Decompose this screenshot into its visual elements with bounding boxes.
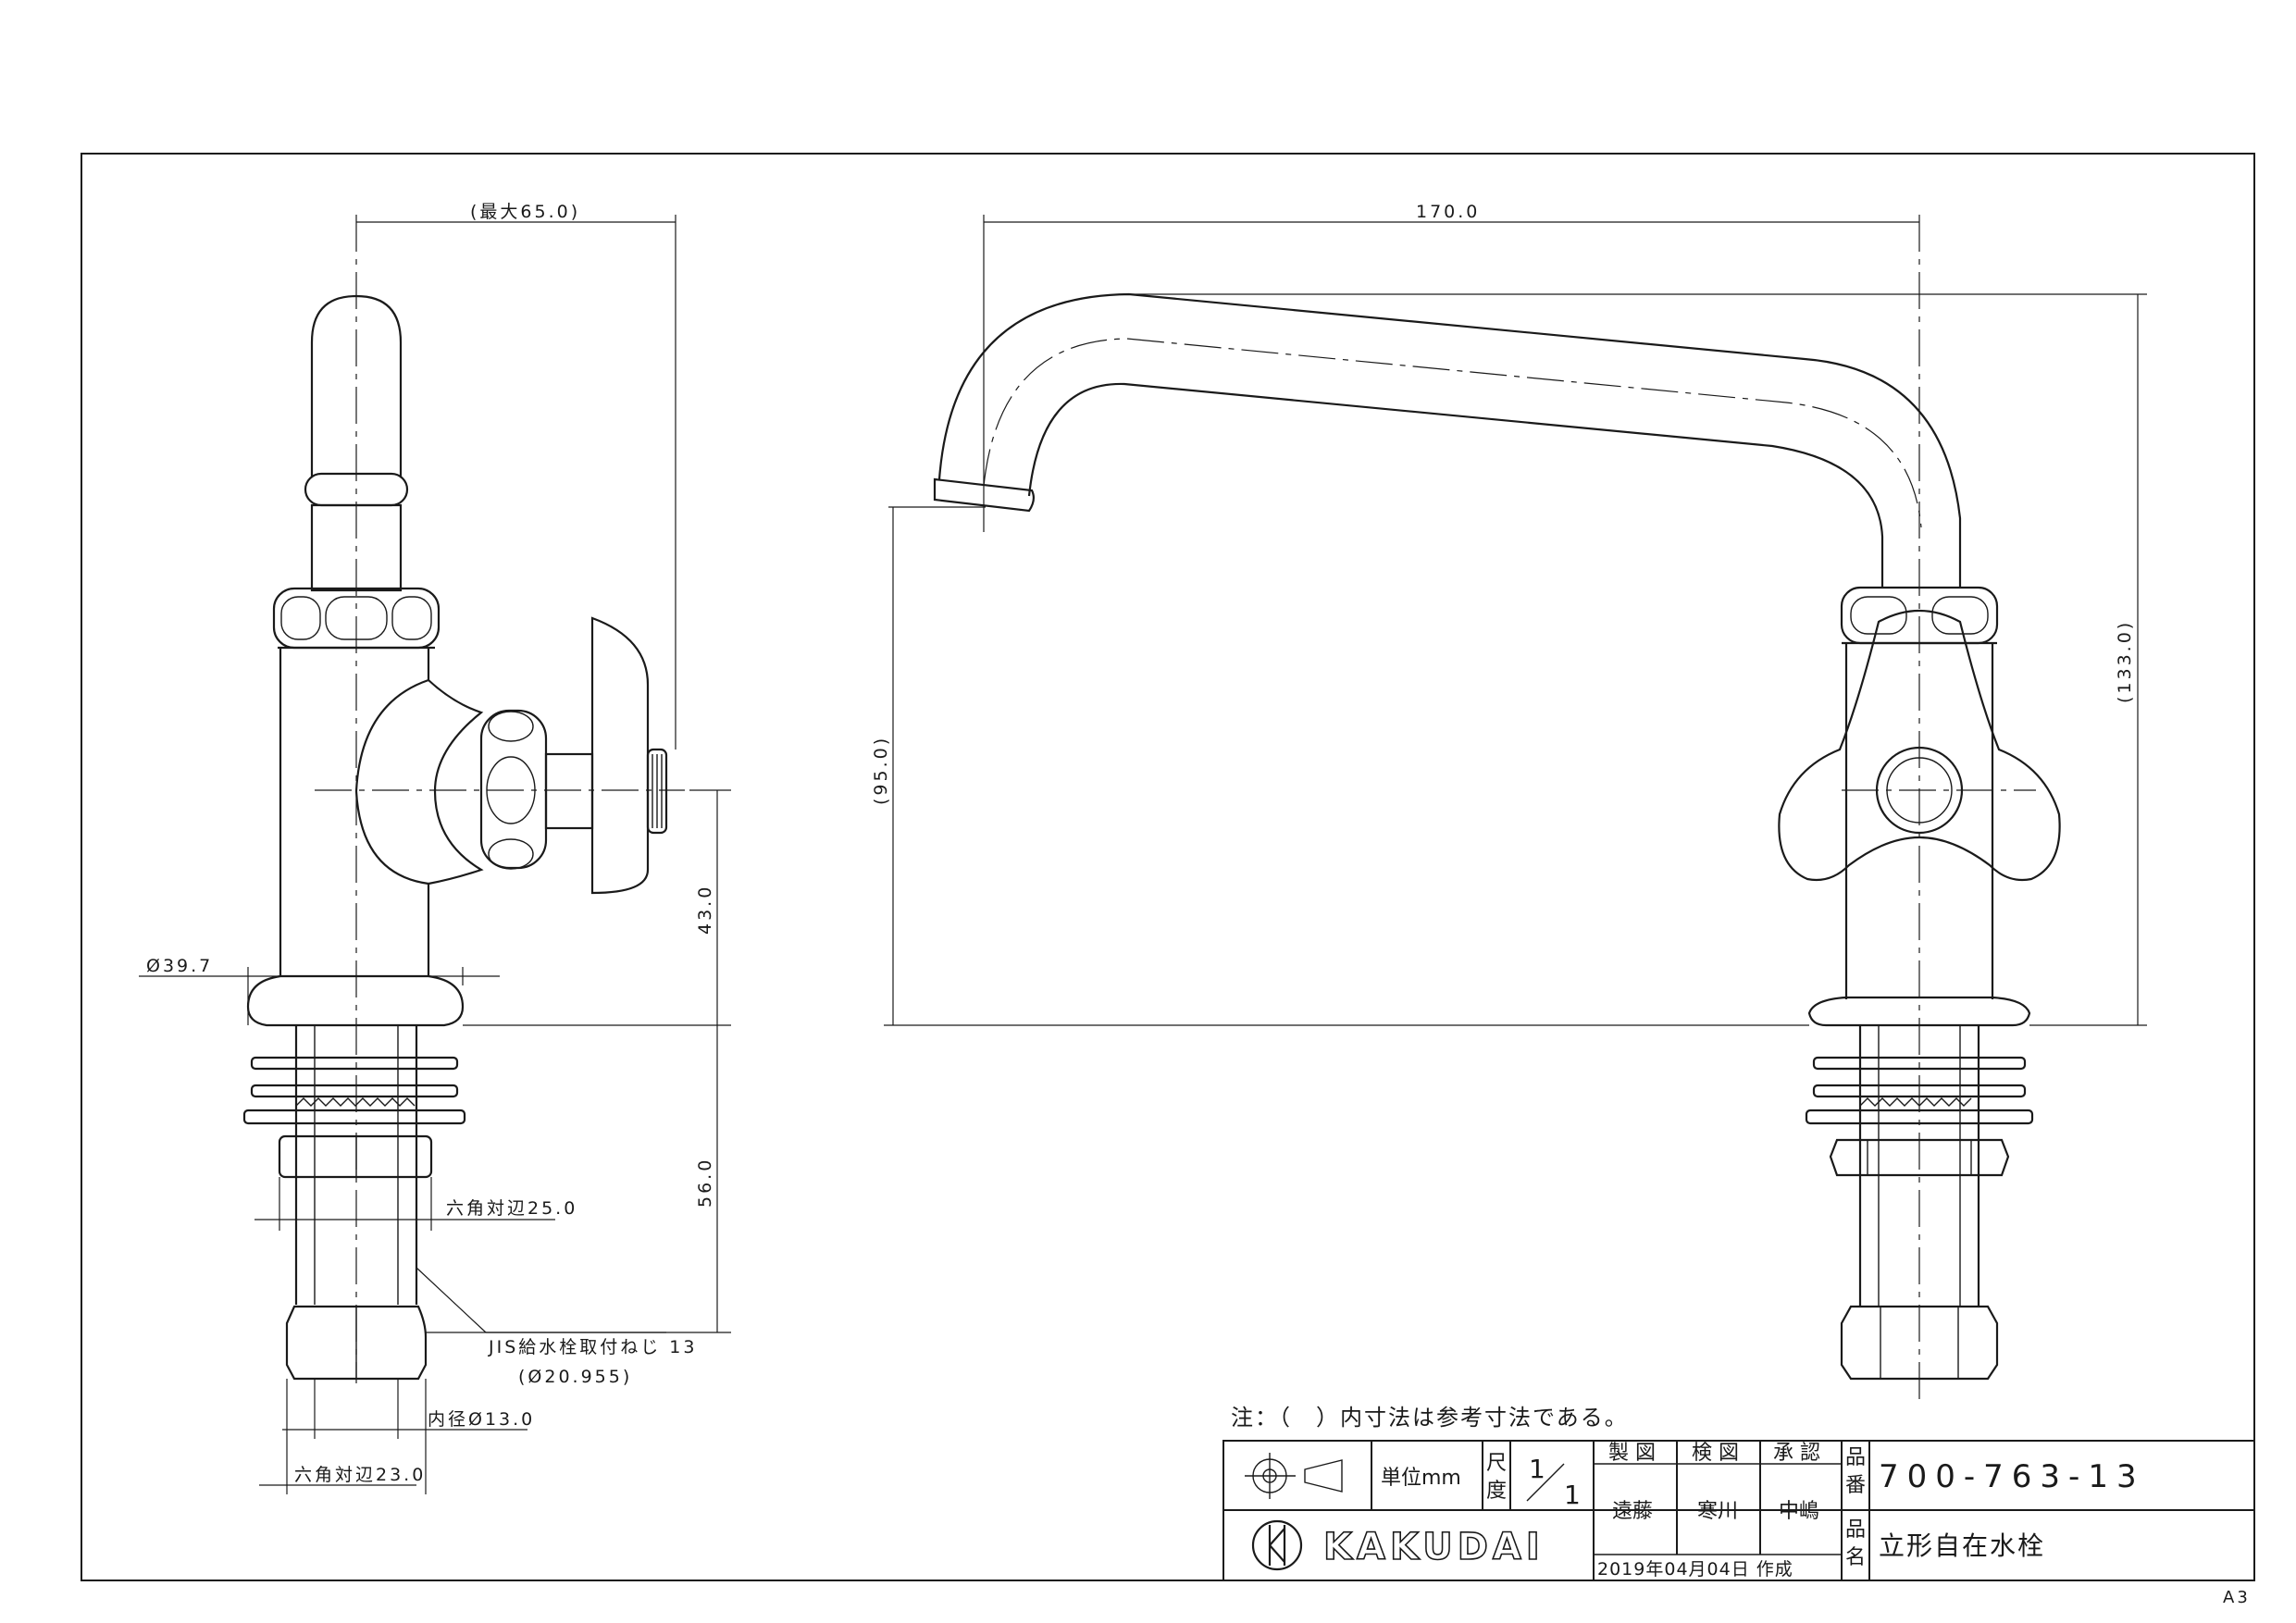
logo-text: KAKUDAI xyxy=(1323,1526,1545,1568)
scale-label-1: 尺 xyxy=(1486,1452,1507,1475)
dim-height-95: (95.0) xyxy=(871,736,891,805)
product-name: 立形自在水栓 xyxy=(1879,1530,2045,1561)
created-date: 2019年04月04日 作成 xyxy=(1597,1559,1793,1580)
dim-spout-length: 170.0 xyxy=(1416,202,1480,222)
sheet-size: A3 xyxy=(2223,1588,2251,1607)
check-header: 検 図 xyxy=(1692,1442,1739,1465)
approver-name: 中嶋 xyxy=(1779,1500,1819,1523)
part-number: 700-763-13 xyxy=(1879,1458,2145,1495)
scale-denominator: 1 xyxy=(1564,1480,1581,1510)
dim-hex-25: 六角対辺25.0 xyxy=(446,1198,577,1219)
dim-hex-23: 六角対辺23.0 xyxy=(294,1465,426,1485)
dim-jis-thread-dia: (Ø20.955) xyxy=(518,1367,632,1387)
approve-header: 承 認 xyxy=(1773,1442,1820,1465)
front-view xyxy=(884,215,2147,1399)
unit-label: 単位mm xyxy=(1381,1467,1461,1490)
third-angle-projection-icon xyxy=(1245,1453,1343,1499)
name-label-1: 品 xyxy=(1845,1518,1866,1542)
name-label-2: 名 xyxy=(1845,1546,1866,1569)
side-view xyxy=(139,215,731,1494)
checker-name: 寒川 xyxy=(1697,1500,1738,1523)
dim-base-diameter: Ø39.7 xyxy=(146,956,213,976)
scale-numerator: 1 xyxy=(1529,1454,1545,1484)
reference-dimension-note: 注：（ ）内寸法は参考寸法である。 xyxy=(1231,1405,1629,1431)
kakudai-logo: KAKUDAI xyxy=(1251,1519,1545,1571)
dim-height-133: (133.0) xyxy=(2115,620,2135,703)
drawer-name: 遠藤 xyxy=(1612,1500,1653,1523)
part-no-label-2: 番 xyxy=(1845,1474,1866,1497)
dim-handle-height: 43.0 xyxy=(695,885,715,935)
dim-inner-dia: 内径Ø13.0 xyxy=(428,1409,535,1430)
part-no-label-1: 品 xyxy=(1845,1446,1866,1469)
dim-thread-length: 56.0 xyxy=(695,1158,715,1208)
dim-max-width: (最大65.0) xyxy=(470,202,580,222)
title-block: 単位mm 尺 度 1 1 製 図 検 図 承 認 遠藤 寒川 中嶋 2019年0… xyxy=(1222,1440,2255,1581)
dim-jis-thread: JIS給水栓取付ねじ 13 xyxy=(488,1337,697,1357)
drawing-frame xyxy=(81,153,2255,1581)
draw-header: 製 図 xyxy=(1608,1442,1656,1465)
scale-label-2: 度 xyxy=(1486,1480,1507,1503)
